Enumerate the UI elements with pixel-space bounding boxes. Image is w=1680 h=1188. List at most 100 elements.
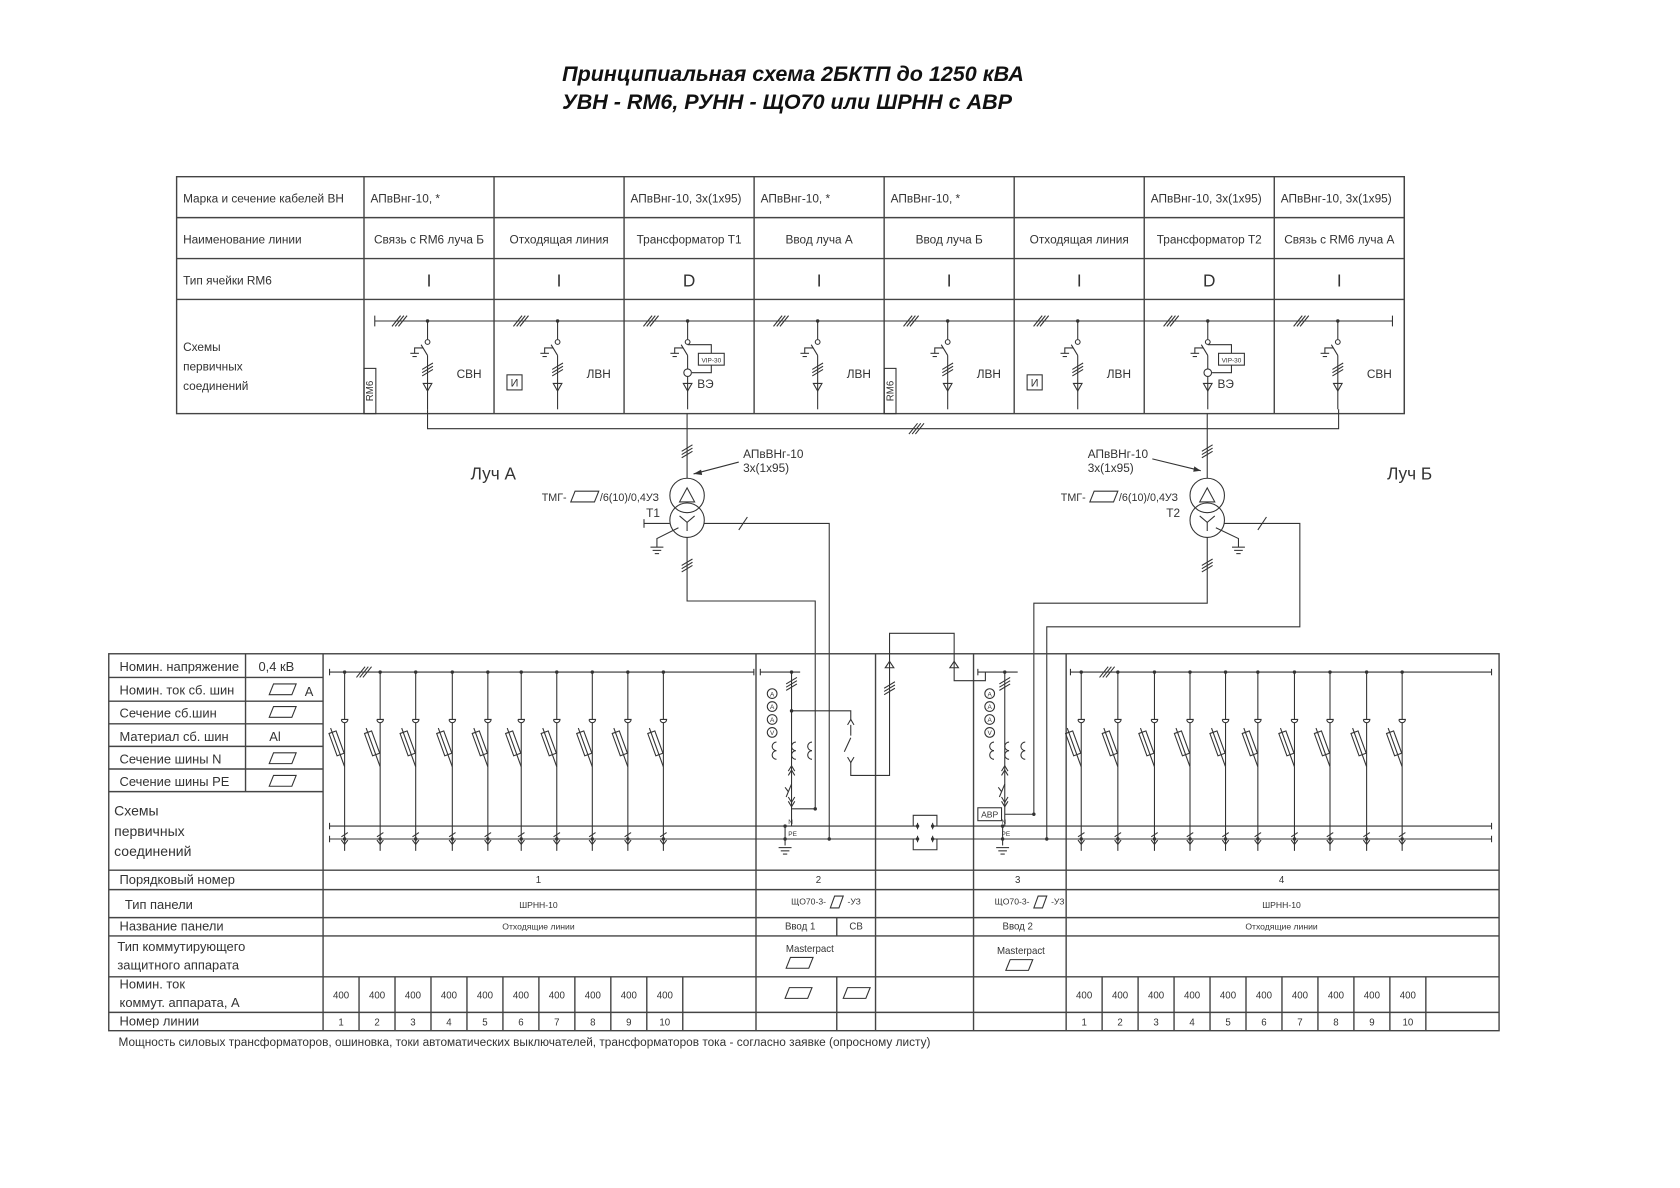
pe-label: PE: [1002, 831, 1011, 838]
pe-label: PE: [788, 831, 797, 838]
line-name: Ввод луча А: [785, 232, 852, 246]
switch-blade-icon: [648, 727, 664, 768]
junction-dot: [555, 837, 559, 841]
line-number-cell: 9: [1369, 1017, 1374, 1028]
line-number-cell: 1: [338, 1017, 343, 1028]
current-transformer-icon: [791, 741, 796, 760]
vip-label: VIP-30: [701, 357, 721, 364]
row-label-current: Номин. ток: [120, 977, 186, 992]
param-blank-field: [268, 752, 297, 765]
switch-blade-icon: [1103, 727, 1119, 768]
n-label: N: [788, 819, 793, 826]
cable-termination-icon: [1150, 839, 1159, 846]
cable-hatch-mark: [785, 676, 798, 685]
meter-letter: V: [770, 730, 775, 737]
circuit-breaker-icon: [998, 783, 1006, 798]
i-label: И: [511, 378, 519, 390]
transformer-model-suffix: /6(10)/0,4УЗ: [1119, 492, 1178, 504]
earthing-switch-icon: [414, 347, 424, 354]
param-blank-field: [268, 706, 297, 718]
withdrawable-contact-icon: [1001, 764, 1009, 772]
cable-hatch-mark: [811, 368, 824, 377]
line-name: Отходящая линия: [1030, 232, 1129, 246]
cable-hatch-mark: [681, 450, 693, 459]
panel-name: Отходящие линии: [1245, 921, 1318, 931]
withdrawable-contact-icon: [787, 764, 796, 772]
cable-hatch-mark: [738, 516, 748, 531]
cable-hatch-mark: [1201, 561, 1213, 570]
rated-current-cell: 400: [1256, 990, 1273, 1001]
neutral-earth-line: [1215, 527, 1239, 548]
wye-icon: [1206, 515, 1216, 523]
line-number-cell: 4: [446, 1017, 452, 1028]
lv-scheme-label: Схемы: [114, 802, 158, 818]
fuse-switch-contact-icon: [1254, 718, 1262, 724]
junction-dot: [813, 807, 817, 811]
fuse-switch-contact-icon: [411, 718, 420, 724]
switching-device: Masterpact: [786, 944, 834, 955]
cable-hatch-mark: [516, 315, 526, 327]
transformer-secondary-winding: [1189, 502, 1225, 538]
circuit-breaker-icon: [784, 786, 789, 792]
current-transformer-icon: [807, 741, 813, 760]
cable-spec: АПвВнг-10, *: [891, 192, 961, 206]
cable-hatch-mark: [999, 683, 1011, 691]
cable-termination-icon: [1114, 839, 1122, 846]
cable-hatch-mark: [999, 676, 1011, 685]
cable-hatch-mark: [903, 315, 913, 327]
switch-blade-icon: [680, 344, 689, 356]
param-value: Al: [269, 729, 280, 744]
junction-dot: [1079, 837, 1083, 841]
junction-dot: [661, 837, 666, 841]
cable-hatch-mark: [1257, 516, 1267, 531]
switch-blade-icon: [1352, 727, 1368, 768]
panel-number: 4: [1279, 875, 1285, 886]
panel-type: ЩО70-3-: [995, 897, 1030, 907]
cable-termination-icon: [624, 839, 632, 846]
cable-hatch-mark: [551, 365, 564, 374]
cable-hatch-mark: [681, 444, 693, 452]
cable-hatch-mark: [1077, 832, 1085, 838]
cable-hatch-mark: [484, 832, 492, 838]
earthing-switch-icon: [1324, 347, 1334, 354]
cable-hatch-mark: [942, 362, 954, 370]
cable-hatch-mark: [811, 362, 824, 370]
junction-dot: [1328, 837, 1332, 841]
cable-termination-icon: [1326, 839, 1334, 846]
lv-scheme-label: первичных: [114, 823, 185, 839]
ammeter-icon: [766, 714, 778, 725]
cable-hatch-mark: [1254, 832, 1262, 838]
wye-icon: [1199, 515, 1208, 523]
cable-hatch-mark: [1150, 832, 1158, 838]
param-label: Сечение шины N: [120, 752, 222, 767]
cable-hatch-mark: [1099, 666, 1109, 678]
earthing-switch-icon: [804, 347, 814, 354]
row-label-number: Порядковый номер: [120, 872, 235, 887]
arrow-icon: [884, 660, 895, 669]
cell-type: I: [817, 271, 822, 291]
section-breaker-icon: [843, 737, 852, 752]
cable-hatch-mark: [1102, 666, 1112, 678]
cable-hatch-mark: [1201, 444, 1213, 452]
cell-type: I: [557, 271, 562, 291]
row-label-device: Тип коммутирующего: [117, 939, 245, 954]
fuse-switch-contact-icon: [659, 718, 668, 724]
junction-dot: [450, 837, 455, 841]
cable-hatch-mark: [1201, 564, 1213, 573]
current-transformer-icon: [989, 741, 995, 760]
cable-hatch-mark: [412, 832, 420, 838]
switch-blade-icon: [1330, 344, 1339, 356]
transformer-secondary-winding: [669, 502, 705, 538]
voltmeter-icon: [984, 727, 996, 738]
panel-type-blank-field: [1033, 895, 1048, 909]
ammeter-icon: [766, 701, 778, 712]
junction-dot: [1400, 837, 1404, 841]
cell-type: D: [1203, 271, 1215, 291]
n-pe-section-switch: [912, 839, 938, 851]
junction-dot: [519, 837, 523, 841]
cable-spec: АПвВнг-10, 3х(1х95): [631, 192, 742, 206]
line-name: Трансформатор Т1: [637, 232, 742, 246]
cable-hatch-mark: [1398, 832, 1406, 838]
line-number-cell: 2: [1117, 1017, 1122, 1028]
line-number-cell: 7: [1297, 1017, 1302, 1028]
